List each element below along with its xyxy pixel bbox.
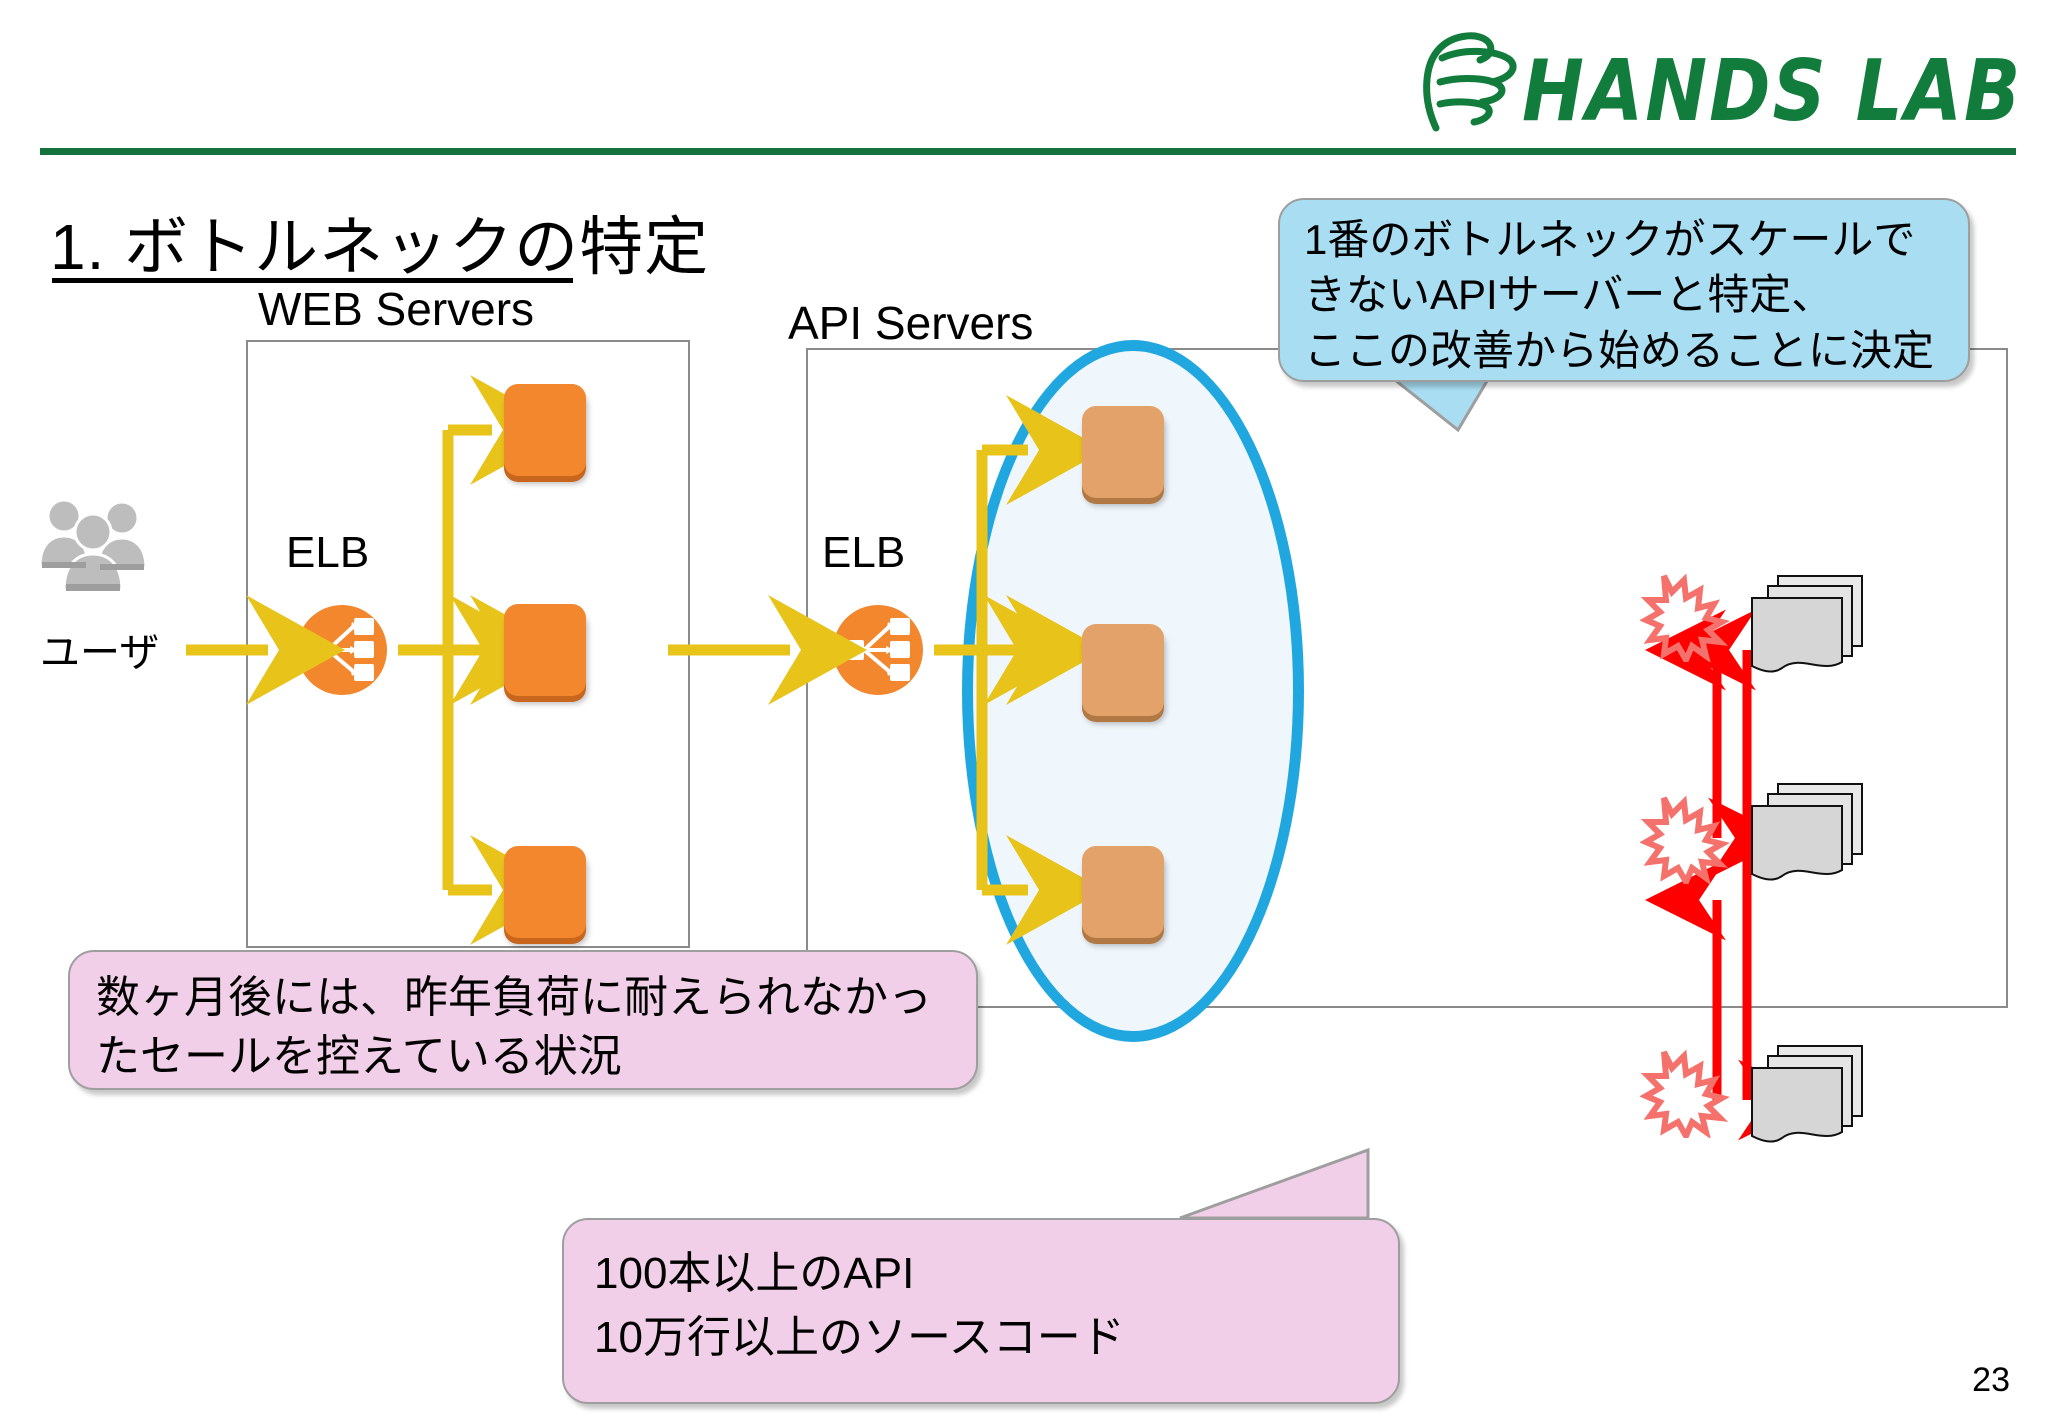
api-servers-label: API Servers <box>788 297 1034 349</box>
api-elb-label: ELB <box>822 528 906 577</box>
collision-burst-icon <box>1640 573 1730 662</box>
hands-lab-logo: HANDS LAB <box>1394 22 2034 141</box>
logo-wordmark: HANDS LAB <box>1522 42 2023 141</box>
api-server-box <box>1082 406 1164 498</box>
document-stack-icon <box>1751 575 1863 673</box>
web-server-box <box>504 604 586 696</box>
page-number: 23 <box>1972 1361 2010 1399</box>
web-server-box <box>504 846 586 938</box>
document-stack-icon <box>1751 1045 1863 1143</box>
elb-load-balancer-icon <box>297 605 387 695</box>
pink-callout-tail <box>1179 1147 1370 1220</box>
sale-warning-callout-text: 数ヶ月後には、昨年負荷に耐えられなかっ たセールを控えている状況 <box>96 973 932 1082</box>
collision-burst-icon <box>1640 1049 1730 1138</box>
elb-load-balancer-icon <box>833 605 923 695</box>
bottleneck-callout-text: 1番のボトルネックがスケールできないAPIサーバーと特定、 ここの改善から始める… <box>1304 216 1935 374</box>
header-divider <box>40 148 2016 155</box>
web-servers-label: WEB Servers <box>258 283 535 335</box>
users-label: ユーザ <box>40 631 160 675</box>
bottleneck-callout: 1番のボトルネックがスケールできないAPIサーバーと特定、 ここの改善から始める… <box>1278 198 1970 382</box>
page-title-underline <box>52 278 573 283</box>
api-server-box <box>1082 624 1164 716</box>
api-scale-callout-text: 100本以上のAPI 10万行以上のソースコード <box>594 1249 1125 1362</box>
hand-swoosh-icon <box>1423 32 1517 132</box>
web-server-box <box>504 384 586 476</box>
api-server-box <box>1082 846 1164 938</box>
collision-burst-icon <box>1640 795 1730 884</box>
page-title: 1. ボトルネックの特定 <box>50 211 710 283</box>
web-elb-label: ELB <box>286 528 370 577</box>
users-group-icon <box>38 498 148 592</box>
api-scale-callout: 100本以上のAPI 10万行以上のソースコード <box>562 1218 1400 1404</box>
document-stack-icon <box>1751 783 1863 881</box>
sale-warning-callout: 数ヶ月後には、昨年負荷に耐えられなかっ たセールを控えている状況 <box>68 950 978 1090</box>
